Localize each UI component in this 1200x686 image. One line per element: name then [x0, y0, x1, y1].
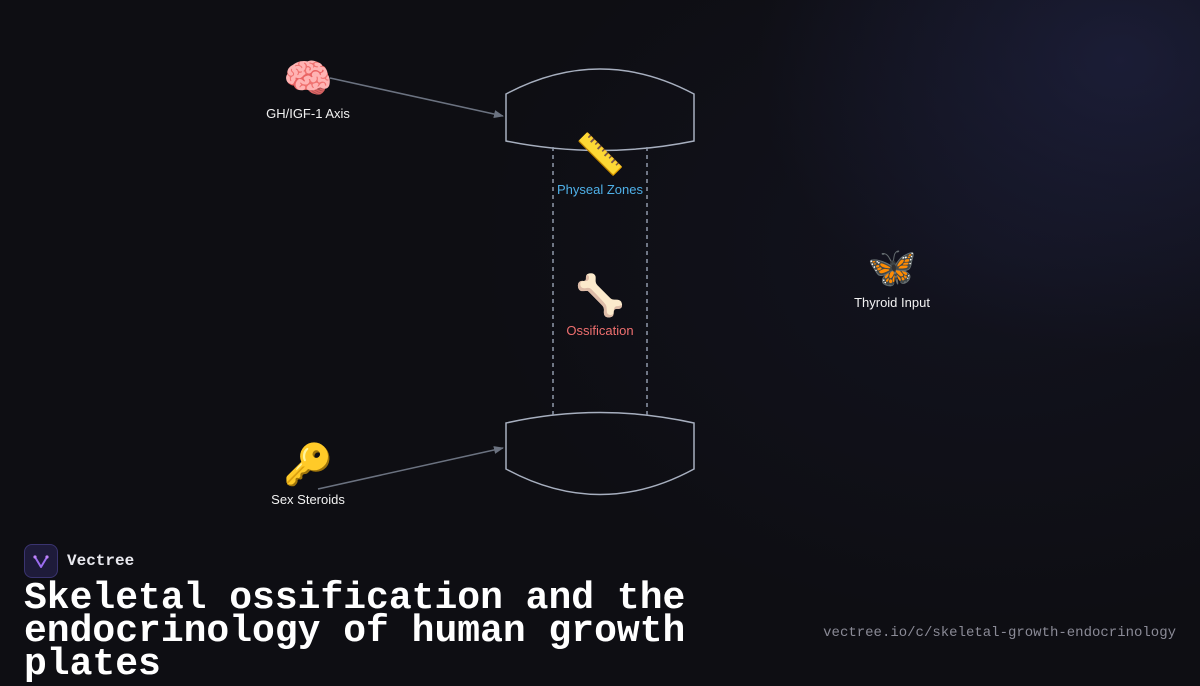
- ruler-icon: 📏: [575, 132, 625, 178]
- bone-icon: 🦴: [575, 273, 625, 319]
- brand-name: Vectree: [67, 552, 135, 570]
- key-icon: 🔑: [283, 442, 333, 488]
- lower-epiphysis-outline: [505, 411, 695, 496]
- upper-epiphysis-outline: [505, 68, 695, 152]
- butterfly-icon: 🦋: [867, 245, 917, 291]
- node-label: Ossification: [566, 323, 634, 338]
- node-ossification: 🦴 Ossification: [566, 273, 633, 338]
- node-label: Physeal Zones: [557, 182, 643, 197]
- node-thyroid-input: 🦋 Thyroid Input: [854, 245, 930, 310]
- vectree-logo-icon: [24, 544, 58, 578]
- node-physeal-zones: 📏 Physeal Zones: [557, 132, 643, 197]
- sex-steroids-arrow: [317, 446, 504, 490]
- source-url: vectree.io/c/skeletal-growth-endocrinolo…: [823, 625, 1176, 641]
- node-gh-igf-axis: 🧠 GH/IGF-1 Axis: [266, 56, 350, 121]
- node-label: GH/IGF-1 Axis: [266, 106, 350, 121]
- node-label: Thyroid Input: [854, 295, 930, 310]
- brain-icon: 🧠: [283, 56, 333, 102]
- page-title: Skeletal ossification and the endocrinol…: [24, 577, 686, 686]
- node-label: Sex Steroids: [271, 492, 345, 507]
- node-sex-steroids: 🔑 Sex Steroids: [271, 442, 345, 507]
- gh-igf-arrow: [329, 77, 504, 118]
- brand: Vectree: [24, 544, 134, 578]
